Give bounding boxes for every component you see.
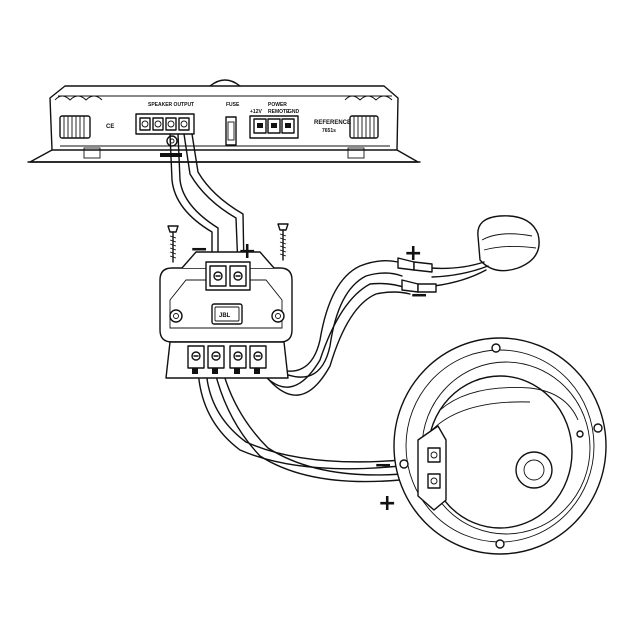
wires <box>169 133 411 483</box>
power-terminal-label-12v: +12V <box>250 109 262 115</box>
crossover-negative-sign: − <box>190 237 208 262</box>
model-line-1: REFERENCE <box>314 120 351 126</box>
woofer-positive-sign: + <box>378 491 396 516</box>
crossover: JBL <box>159 223 293 379</box>
mounting-screw-left <box>167 225 179 263</box>
tweeter-negative-sign: − <box>410 283 428 308</box>
crossover-positive-sign: + <box>238 239 256 264</box>
fuse <box>225 116 237 146</box>
mounting-screw-right <box>277 223 289 261</box>
woofer <box>393 337 607 555</box>
woofer-negative-sign: − <box>374 453 392 478</box>
left-heatsink <box>54 95 103 159</box>
speaker-output-label: SPEAKER OUTPUT <box>148 102 194 108</box>
crossover-logo: JBL <box>219 313 231 319</box>
power-label: POWER <box>268 102 287 108</box>
crossover-input-terminals <box>205 261 251 291</box>
tweeter-positive-sign: + <box>404 241 422 266</box>
tweeter <box>397 215 540 293</box>
power-terminals: +12V REMOTE GND <box>249 109 300 139</box>
right-heatsink <box>344 95 393 159</box>
power-terminal-label-gnd: GND <box>288 109 300 115</box>
amplifier: CE SPEAKER OUTPUT FUSE POWER +12V R <box>27 79 421 163</box>
crossover-output-terminals <box>187 345 267 374</box>
ce-mark: CE <box>106 124 114 130</box>
fuse-label: FUSE <box>226 102 240 108</box>
model-line-2: 7651s <box>322 128 336 134</box>
power-terminal-label-remote: REMOTE <box>268 109 290 115</box>
polarity-labels: − + + − − + <box>190 237 428 516</box>
